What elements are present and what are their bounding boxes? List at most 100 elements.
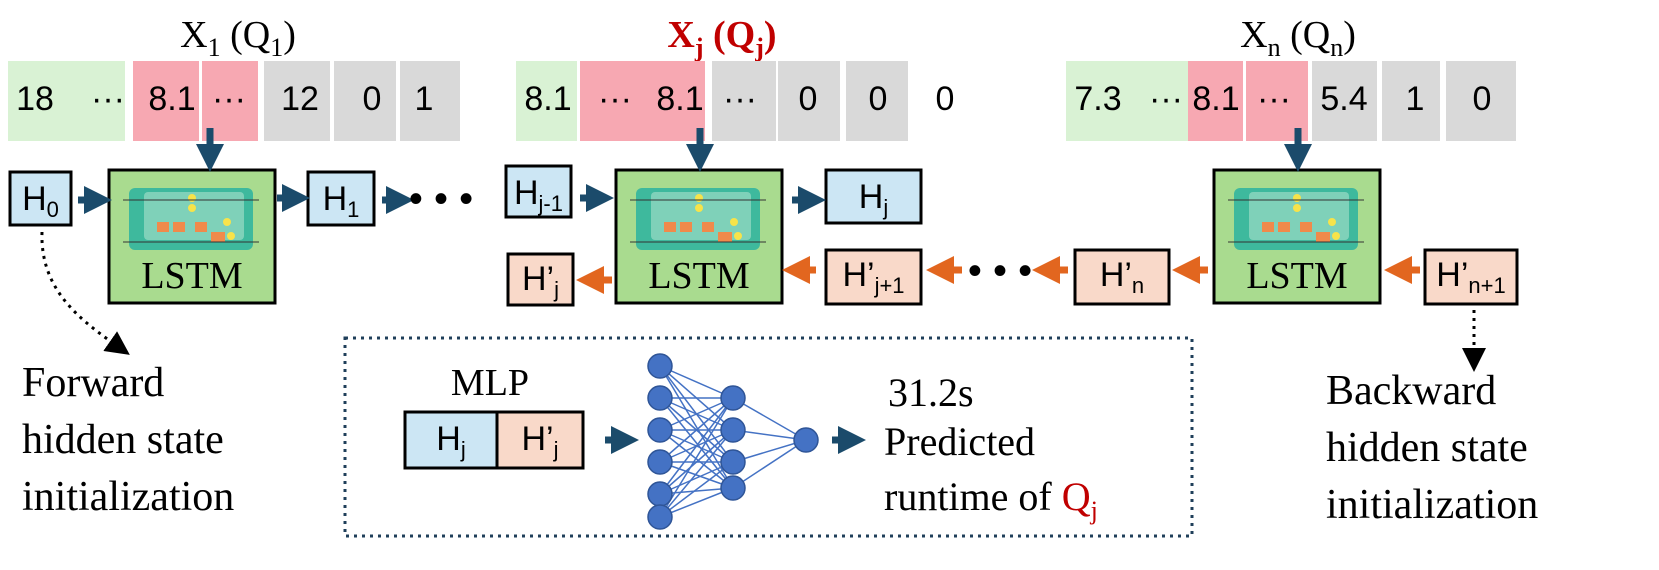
mlp-input-backward: [495, 410, 585, 470]
nn-node: [793, 427, 819, 453]
cell-value: ···: [598, 80, 632, 118]
forward-hidden-state-box: [824, 168, 923, 225]
sequence-cell: [264, 61, 330, 141]
lstm-op: [734, 232, 742, 240]
lstm-op: [1328, 218, 1336, 226]
nn-edge: [659, 461, 734, 489]
sequence-cell: [201, 61, 258, 141]
forward-ellipsis: • • •: [409, 177, 473, 221]
nn-edge: [659, 397, 734, 463]
cell-value: 5.4: [1320, 80, 1367, 118]
sequence-cell: [334, 61, 396, 141]
lstm-label: LSTM: [648, 255, 749, 297]
lstm-gate: [1278, 222, 1290, 232]
cell-value: 8.1: [656, 80, 703, 118]
lstm-gate: [1262, 222, 1274, 232]
nn-node: [647, 504, 673, 530]
nn-node: [647, 449, 673, 475]
lstm-gate: [664, 222, 676, 232]
mlp-input-forward-label: Hj: [436, 420, 465, 462]
lstm-gate: [1316, 232, 1330, 242]
backward-hidden-state-box: [1073, 248, 1171, 306]
lstm-gate: [680, 222, 692, 232]
sequence-cell: [400, 61, 460, 141]
cell-separator: [706, 61, 709, 141]
nn-edge: [659, 461, 734, 495]
lstm-gate: [173, 222, 185, 232]
nn-node: [720, 475, 746, 501]
nn-edge: [659, 487, 734, 518]
lstm-op: [188, 194, 196, 202]
forward-hidden-state-label: Hj-1: [514, 174, 563, 216]
backward-hidden-state-box: [506, 252, 575, 307]
nn-node: [647, 481, 673, 507]
forward-init-arrow: [40, 231, 130, 355]
lstm-gate: [195, 222, 207, 232]
lstm-op: [227, 232, 235, 240]
sequence-title: Xj (Qj): [667, 14, 776, 62]
mlp-output-value: 31.2s: [888, 370, 974, 415]
cell-value: 18: [16, 80, 54, 118]
sequence-title: Xn (Qn): [1240, 14, 1356, 62]
backward-hidden-state-label: H’n+1: [1436, 256, 1505, 298]
backward-hidden-state-label: H’j+1: [842, 256, 904, 298]
backward-init-note: hidden state: [1326, 425, 1528, 471]
cell-value: 8.1: [148, 80, 195, 118]
nn-edge: [659, 429, 734, 518]
sequence-cell: [8, 61, 125, 141]
lstm-op: [695, 194, 703, 202]
cell-separator: [199, 61, 202, 141]
cell-value: ···: [1149, 80, 1183, 118]
nn-node: [720, 417, 746, 443]
lstm-op: [1293, 194, 1301, 202]
sequence-cell: [1066, 61, 1130, 141]
nn-edge: [659, 365, 734, 399]
cell-value: 0: [363, 80, 382, 118]
nn-edge: [659, 429, 734, 489]
lstm-op: [730, 218, 738, 226]
lstm-gate: [702, 222, 714, 232]
lstm-cell: LSTM: [107, 168, 277, 305]
lstm-op: [695, 204, 703, 212]
cell-value: 0: [1473, 80, 1492, 118]
backward-init-note: Backward: [1326, 368, 1496, 414]
sequence-cell: [1312, 61, 1377, 141]
lstm-gate: [157, 222, 169, 232]
cell-value: 8.1: [1192, 80, 1239, 118]
backward-hidden-state-label: H’n: [1100, 256, 1144, 298]
forward-hidden-state-label: H0: [22, 180, 59, 222]
mlp-output-runtime: runtime of Qj: [884, 474, 1098, 525]
lstm-cell: LSTM: [1212, 168, 1382, 305]
nn-edge: [659, 397, 734, 495]
mlp-title: MLP: [451, 362, 529, 404]
cell-value: ···: [91, 80, 125, 118]
cell-value: 1: [1406, 80, 1425, 118]
forward-hidden-state-box: [504, 164, 573, 219]
forward-hidden-state-label: Hj: [859, 178, 888, 220]
nn-node: [720, 385, 746, 411]
sequence-cell: [1245, 61, 1308, 141]
lstm-label: LSTM: [141, 255, 242, 297]
sequence-title: X1 (Q1): [180, 14, 296, 62]
sequence-cell: [580, 61, 648, 141]
lstm-op: [1332, 232, 1340, 240]
sequence-cell: [1382, 61, 1440, 141]
forward-hidden-state-label: H1: [323, 180, 360, 222]
cell-value: ···: [1257, 80, 1291, 118]
lstm-gate: [1300, 222, 1312, 232]
lstm-cell: LSTM: [614, 168, 784, 305]
lstm-gate: [718, 232, 732, 242]
lstm-label: LSTM: [1246, 255, 1347, 297]
forward-init-note: Forward: [22, 360, 164, 406]
nn-node: [647, 385, 673, 411]
cell-value: 8.1: [524, 80, 571, 118]
lstm-gate: [211, 232, 225, 242]
nn-edge: [732, 439, 807, 489]
backward-hidden-state-box: [824, 248, 923, 306]
nn-edge: [659, 397, 734, 431]
neural-network: [647, 353, 819, 530]
cell-value: 12: [281, 80, 319, 118]
cell-value: ···: [212, 80, 246, 118]
